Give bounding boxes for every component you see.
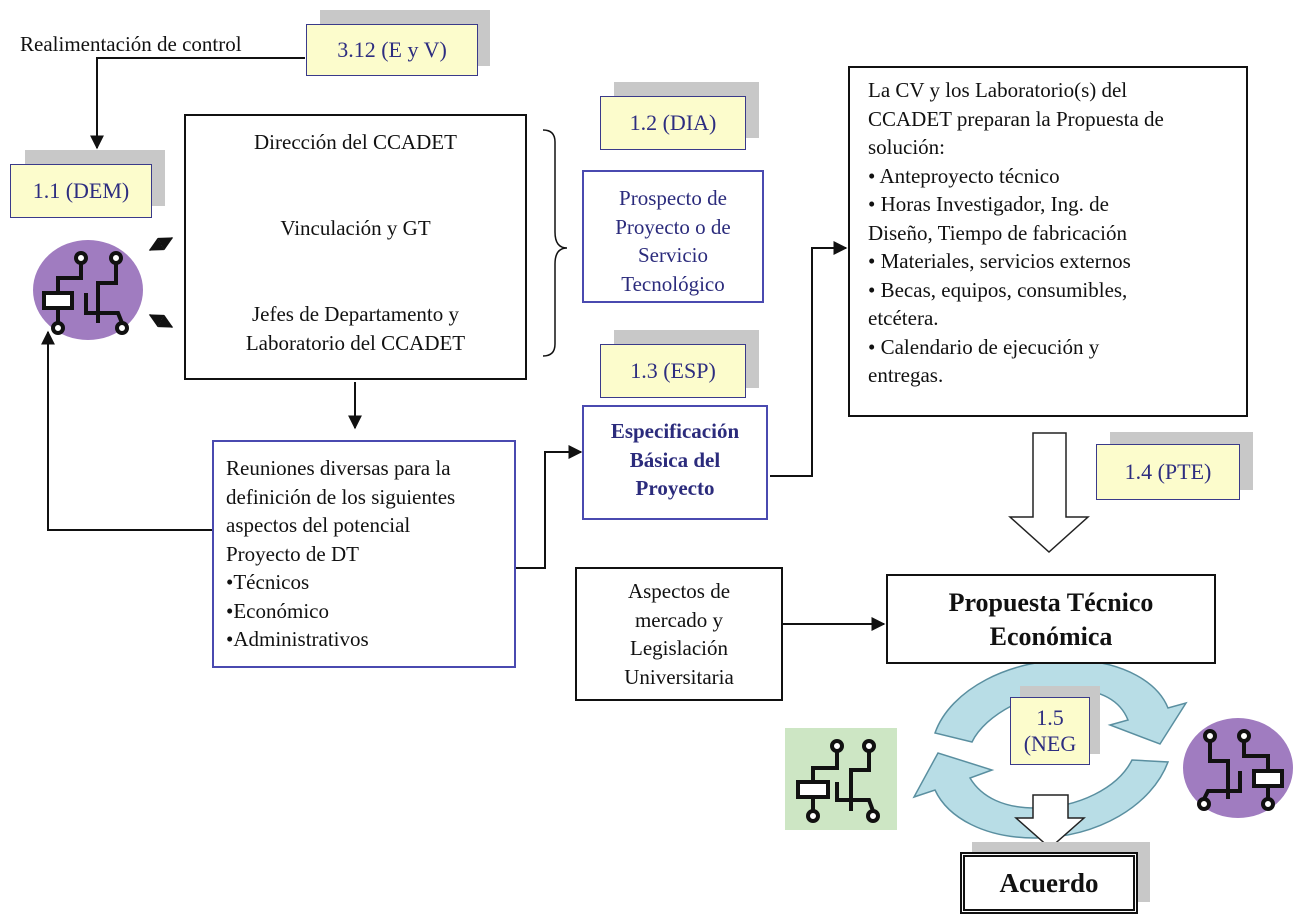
tag-14: 1.4 (PTE) xyxy=(1096,444,1240,500)
circuit-icon-right xyxy=(1183,718,1293,818)
circuit-icon-green xyxy=(785,728,897,830)
double-arrow-upper xyxy=(148,237,174,251)
reuniones-line2: definición de los siguientes xyxy=(226,484,456,509)
acuerdo-label: Acuerdo xyxy=(999,867,1099,898)
tag-15-line2: (NEG xyxy=(1023,731,1077,756)
propuesta-tecnica-box: Propuesta Técnico Económica xyxy=(886,574,1216,664)
solucion-item-calendario-1: • Calendario de ejecución y xyxy=(868,334,1100,359)
solucion-item-becas-1: • Becas, equipos, consumibles, xyxy=(868,277,1128,302)
aspectos-line1: Aspectos de xyxy=(627,579,731,603)
reuniones-box: Reuniones diversas para la definición de… xyxy=(212,440,516,668)
reuniones-item-economico: •Económico xyxy=(226,598,329,623)
prospecto-line3: Servicio xyxy=(638,243,708,268)
aspectos-box: Aspectos de mercado y Legislación Univer… xyxy=(575,567,783,701)
prospecto-line2: Proyecto o de xyxy=(615,214,731,239)
tag-312: 3.12 (E y V) xyxy=(306,24,478,76)
org-jefes-line2: Laboratorio del CCADET xyxy=(245,331,466,355)
org-box: Dirección del CCADET Vinculación y GT Je… xyxy=(184,114,527,380)
solucion-item-horas-2: Diseño, Tiempo de fabricación xyxy=(868,220,1127,245)
reuniones-item-administrativos: •Administrativos xyxy=(226,627,369,652)
solucion-intro-2: CCADET preparan la Propuesta de xyxy=(868,106,1164,131)
reuniones-line4: Proyecto de DT xyxy=(226,541,359,566)
hollow-down-arrow xyxy=(1008,432,1090,554)
solucion-item-becas-2: etcétera. xyxy=(868,306,939,331)
prospecto-line4: Tecnológico xyxy=(621,271,725,296)
aspectos-line4: Universitaria xyxy=(624,664,734,689)
propuesta-solucion-box: La CV y los Laboratorio(s) del CCADET pr… xyxy=(848,66,1248,417)
reuniones-item-tecnicos: •Técnicos xyxy=(226,570,310,595)
org-vinculacion: Vinculación y GT xyxy=(280,216,431,240)
circuit-icon-left xyxy=(33,240,143,340)
reuniones-line1: Reuniones diversas para la xyxy=(226,456,451,480)
aspectos-line3: Legislación xyxy=(630,636,728,661)
aspectos-line2: mercado y xyxy=(634,607,724,632)
feedback-arrow xyxy=(90,57,305,150)
propuesta-tecnica-line2: Económica xyxy=(989,621,1113,651)
esp-line1: Especificación xyxy=(610,419,740,443)
prospecto-line1: Prospecto de xyxy=(619,186,727,210)
prospecto-box: Prospecto de Proyecto o de Servicio Tecn… xyxy=(582,170,764,303)
org-direccion: Dirección del CCADET xyxy=(254,130,457,154)
esp-to-solucion-arrow xyxy=(770,241,848,477)
especificacion-box: Especificación Básica del Proyecto xyxy=(582,405,768,520)
esp-line2: Básica del xyxy=(629,447,721,472)
tag-12: 1.2 (DIA) xyxy=(600,96,746,150)
to-acuerdo-arrow xyxy=(1014,794,1086,850)
double-arrow-lower xyxy=(148,314,174,328)
solucion-item-materiales: • Materiales, servicios externos xyxy=(868,249,1131,274)
reuniones-line3: aspectos del potencial xyxy=(226,513,411,538)
feedback-label: Realimentación de control xyxy=(20,32,242,56)
tag-11: 1.1 (DEM) xyxy=(10,164,152,218)
acuerdo-box: Acuerdo xyxy=(960,852,1138,914)
cycle-arrow-bottom xyxy=(912,752,1170,839)
tag-13: 1.3 (ESP) xyxy=(600,344,746,398)
org-jefes-line1: Jefes de Departamento y xyxy=(252,302,459,326)
solucion-item-calendario-2: entregas. xyxy=(868,363,944,388)
esp-line3: Proyecto xyxy=(635,476,715,501)
tag-15-line1: 1.5 xyxy=(1036,704,1064,730)
solucion-intro-3: solución: xyxy=(868,135,945,160)
reuniones-to-esp-arrow xyxy=(508,445,583,569)
tag-15: 1.5 (NEG xyxy=(1010,697,1090,765)
solucion-intro-1: La CV y los Laboratorio(s) del xyxy=(868,78,1128,102)
propuesta-tecnica-line1: Propuesta Técnico xyxy=(948,588,1154,617)
solucion-item-anteproyecto: • Anteproyecto técnico xyxy=(868,163,1060,188)
return-arrow xyxy=(41,330,212,531)
curly-brace xyxy=(542,129,568,357)
solucion-item-horas-1: • Horas Investigador, Ing. de xyxy=(868,192,1109,217)
